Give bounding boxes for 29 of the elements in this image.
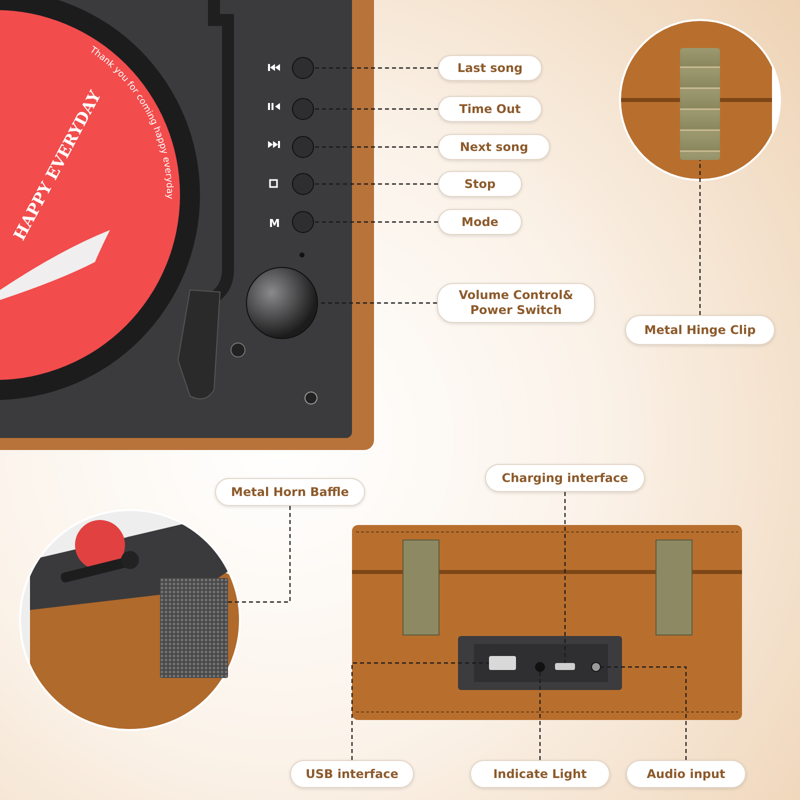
callout-label: USB interface (290, 760, 414, 788)
leader-line (314, 108, 438, 110)
leader-line (314, 67, 438, 69)
callout-label: Indicate Light (470, 760, 610, 788)
leader-line (228, 506, 291, 603)
leader-line (314, 183, 438, 185)
leader-line (699, 160, 701, 315)
leader-line (601, 666, 687, 760)
button-label: M (269, 217, 280, 230)
leader-line (314, 146, 438, 148)
callout-label: Charging interface (485, 464, 645, 492)
leader-line (318, 302, 437, 304)
callout-label: Stop (438, 171, 522, 197)
speaker-grille (160, 578, 228, 678)
hinge-clip (680, 48, 720, 160)
usb-c-port (555, 663, 575, 670)
leader-line (351, 662, 489, 760)
callout-label: Metal Hinge Clip (625, 315, 775, 345)
callout-label: Next song (438, 134, 550, 160)
usb-port (489, 656, 516, 670)
leader-line (564, 492, 566, 663)
callout-label: Last song (438, 55, 542, 81)
callout-label: Mode (438, 209, 522, 235)
callout-label: Volume Control& Power Switch (437, 283, 595, 323)
callout-label: Audio input (626, 760, 746, 788)
callout-label: Metal Horn Baffle (215, 478, 365, 506)
leader-line (539, 672, 541, 760)
callout-label: Time Out (438, 96, 542, 122)
leader-line (314, 221, 438, 223)
